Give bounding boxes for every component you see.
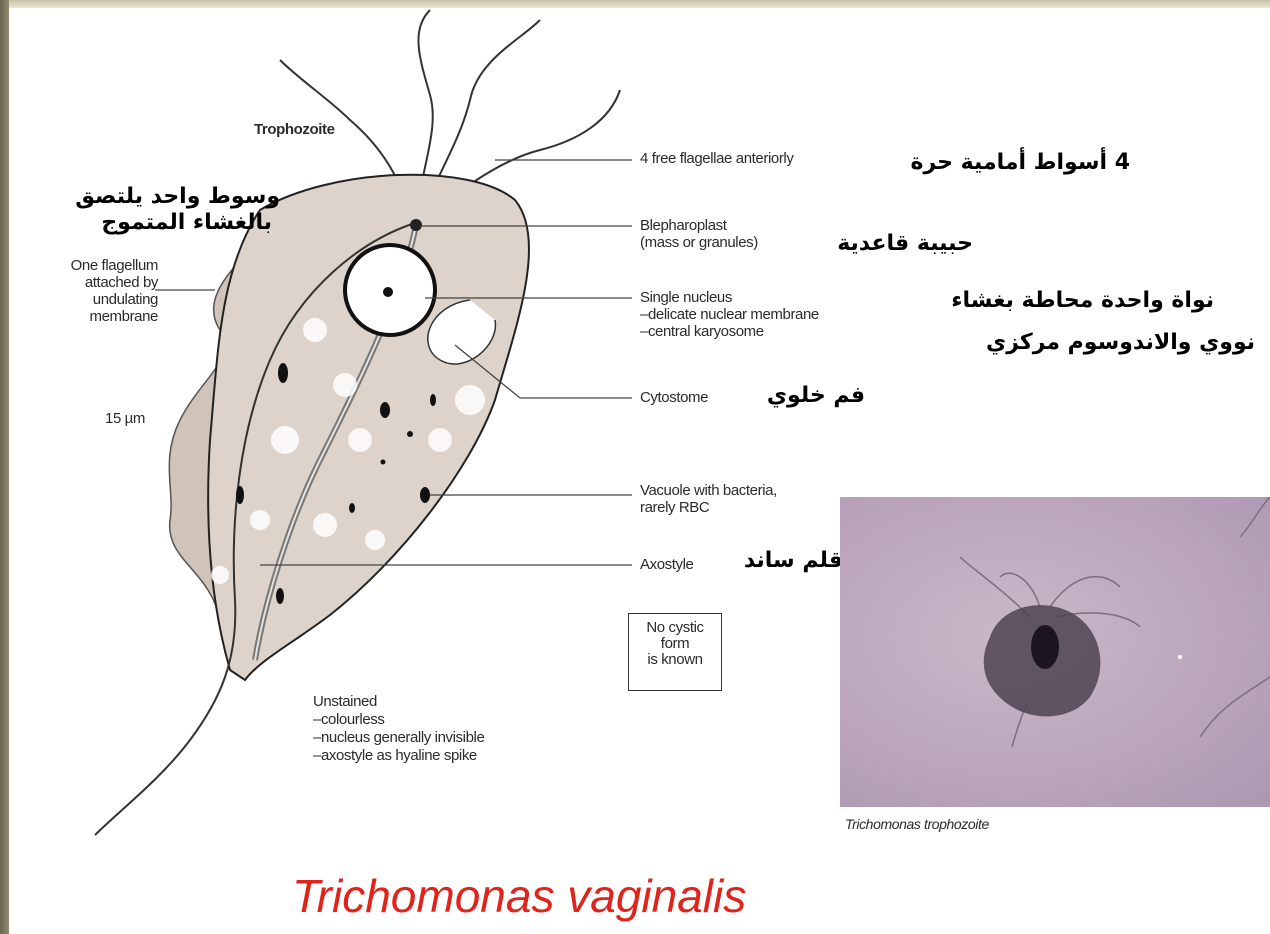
unstained-note: Unstained –colourless –nucleus generally… [313,693,484,765]
axostyle-label: Axostyle [640,556,694,573]
cytostome-label: Cytostome [640,389,708,406]
karyosome [383,287,393,297]
arabic-nucleus-line2: نووي والاندوسوم مركزي [986,330,1255,356]
scale-label: 15 µm [105,410,145,427]
no-cystic-form-box: No cystic form is known [628,613,722,691]
arabic-blepharoplast-label: حبيبة قاعدية [837,231,973,257]
arabic-flagellum-line1: وسوط واحد يلتصق [75,184,280,210]
slide-title: Trichomonas vaginalis [292,868,852,924]
arabic-cytostome-label: فم خلوي [767,383,865,409]
trophozoite-label: Trophozoite [254,121,335,138]
flagellae-label: 4 free flagellae anteriorly [640,150,793,167]
vacuole-label: Vacuole with bacteria, rarely RBC [640,482,777,516]
photo-caption: Trichomonas trophozoite [845,816,989,832]
arabic-nucleus-line1: نواة واحدة محاطة بغشاء [951,288,1214,314]
flagellum-label: One flagellum attached by undulating mem… [48,257,158,325]
blepharoplast [410,219,422,231]
arabic-flagellum-line2: بالغشاء المتموج [101,210,272,236]
arabic-axostyle-label: قلم ساند [744,548,843,574]
nucleus-label: Single nucleus –delicate nuclear membran… [640,289,819,340]
micrograph-photo [840,497,1270,807]
micrograph-drawing [840,497,1270,807]
blepharoplast-label: Blepharoplast (mass or granules) [640,217,758,251]
arabic-flagellae-label: 4 أسواط أمامية حرة [910,150,1130,176]
